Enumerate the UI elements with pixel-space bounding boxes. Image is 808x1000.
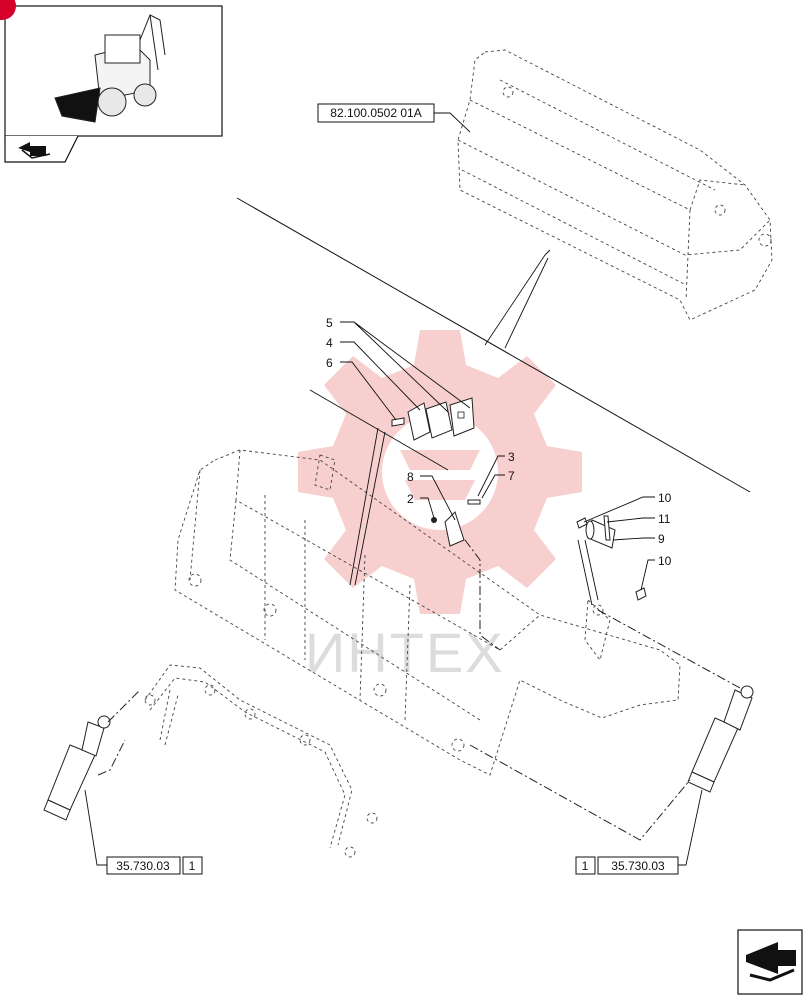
reference-top-box[interactable]: 82.100.0502 01A xyxy=(317,103,435,123)
svg-text:1: 1 xyxy=(582,859,589,873)
thumbnail-arrow-icon xyxy=(18,142,51,159)
next-page-button[interactable] xyxy=(737,929,803,995)
callout-6: 6 xyxy=(326,356,333,370)
callout-2: 2 xyxy=(407,492,414,506)
hydraulic-hoses xyxy=(144,664,378,858)
callout-5: 5 xyxy=(326,316,333,330)
callout-7: 7 xyxy=(508,469,515,483)
pin-parts[interactable] xyxy=(576,515,647,601)
thumbnail-badge xyxy=(0,0,16,20)
left-hydraulic-cylinder[interactable] xyxy=(43,715,111,821)
cutting-edge-parts[interactable] xyxy=(431,499,481,547)
lower-bucket-drawing xyxy=(174,449,681,776)
reference-right-box[interactable]: 1 35.730.03 xyxy=(575,856,679,875)
wear-pad-parts[interactable] xyxy=(391,397,475,441)
callout-10-top: 10 xyxy=(658,491,672,505)
upper-bucket-drawing xyxy=(457,49,773,321)
next-page-arrow-icon xyxy=(746,942,796,982)
right-hydraulic-cylinder[interactable] xyxy=(687,685,754,793)
svg-text:82.100.0502 01A: 82.100.0502 01A xyxy=(330,106,421,120)
watermark-gear-icon xyxy=(298,330,582,614)
svg-text:35.730.03: 35.730.03 xyxy=(611,859,665,873)
callout-4: 4 xyxy=(326,336,333,350)
callout-3: 3 xyxy=(508,450,515,464)
callout-11: 11 xyxy=(658,512,671,526)
callout-9: 9 xyxy=(658,532,665,546)
backhoe-thumbnail-icon xyxy=(54,14,166,123)
svg-text:35.730.03: 35.730.03 xyxy=(116,859,170,873)
callout-10-bottom: 10 xyxy=(658,554,672,568)
watermark-text: ИНТЕХ xyxy=(305,621,505,684)
reference-left-box[interactable]: 35.730.03 1 xyxy=(106,856,203,875)
thumbnail-panel[interactable] xyxy=(0,0,223,163)
callout-labels: 5 4 6 8 3 7 2 10 11 9 10 xyxy=(326,316,672,568)
svg-text:1: 1 xyxy=(189,859,196,873)
callout-8: 8 xyxy=(407,470,414,484)
